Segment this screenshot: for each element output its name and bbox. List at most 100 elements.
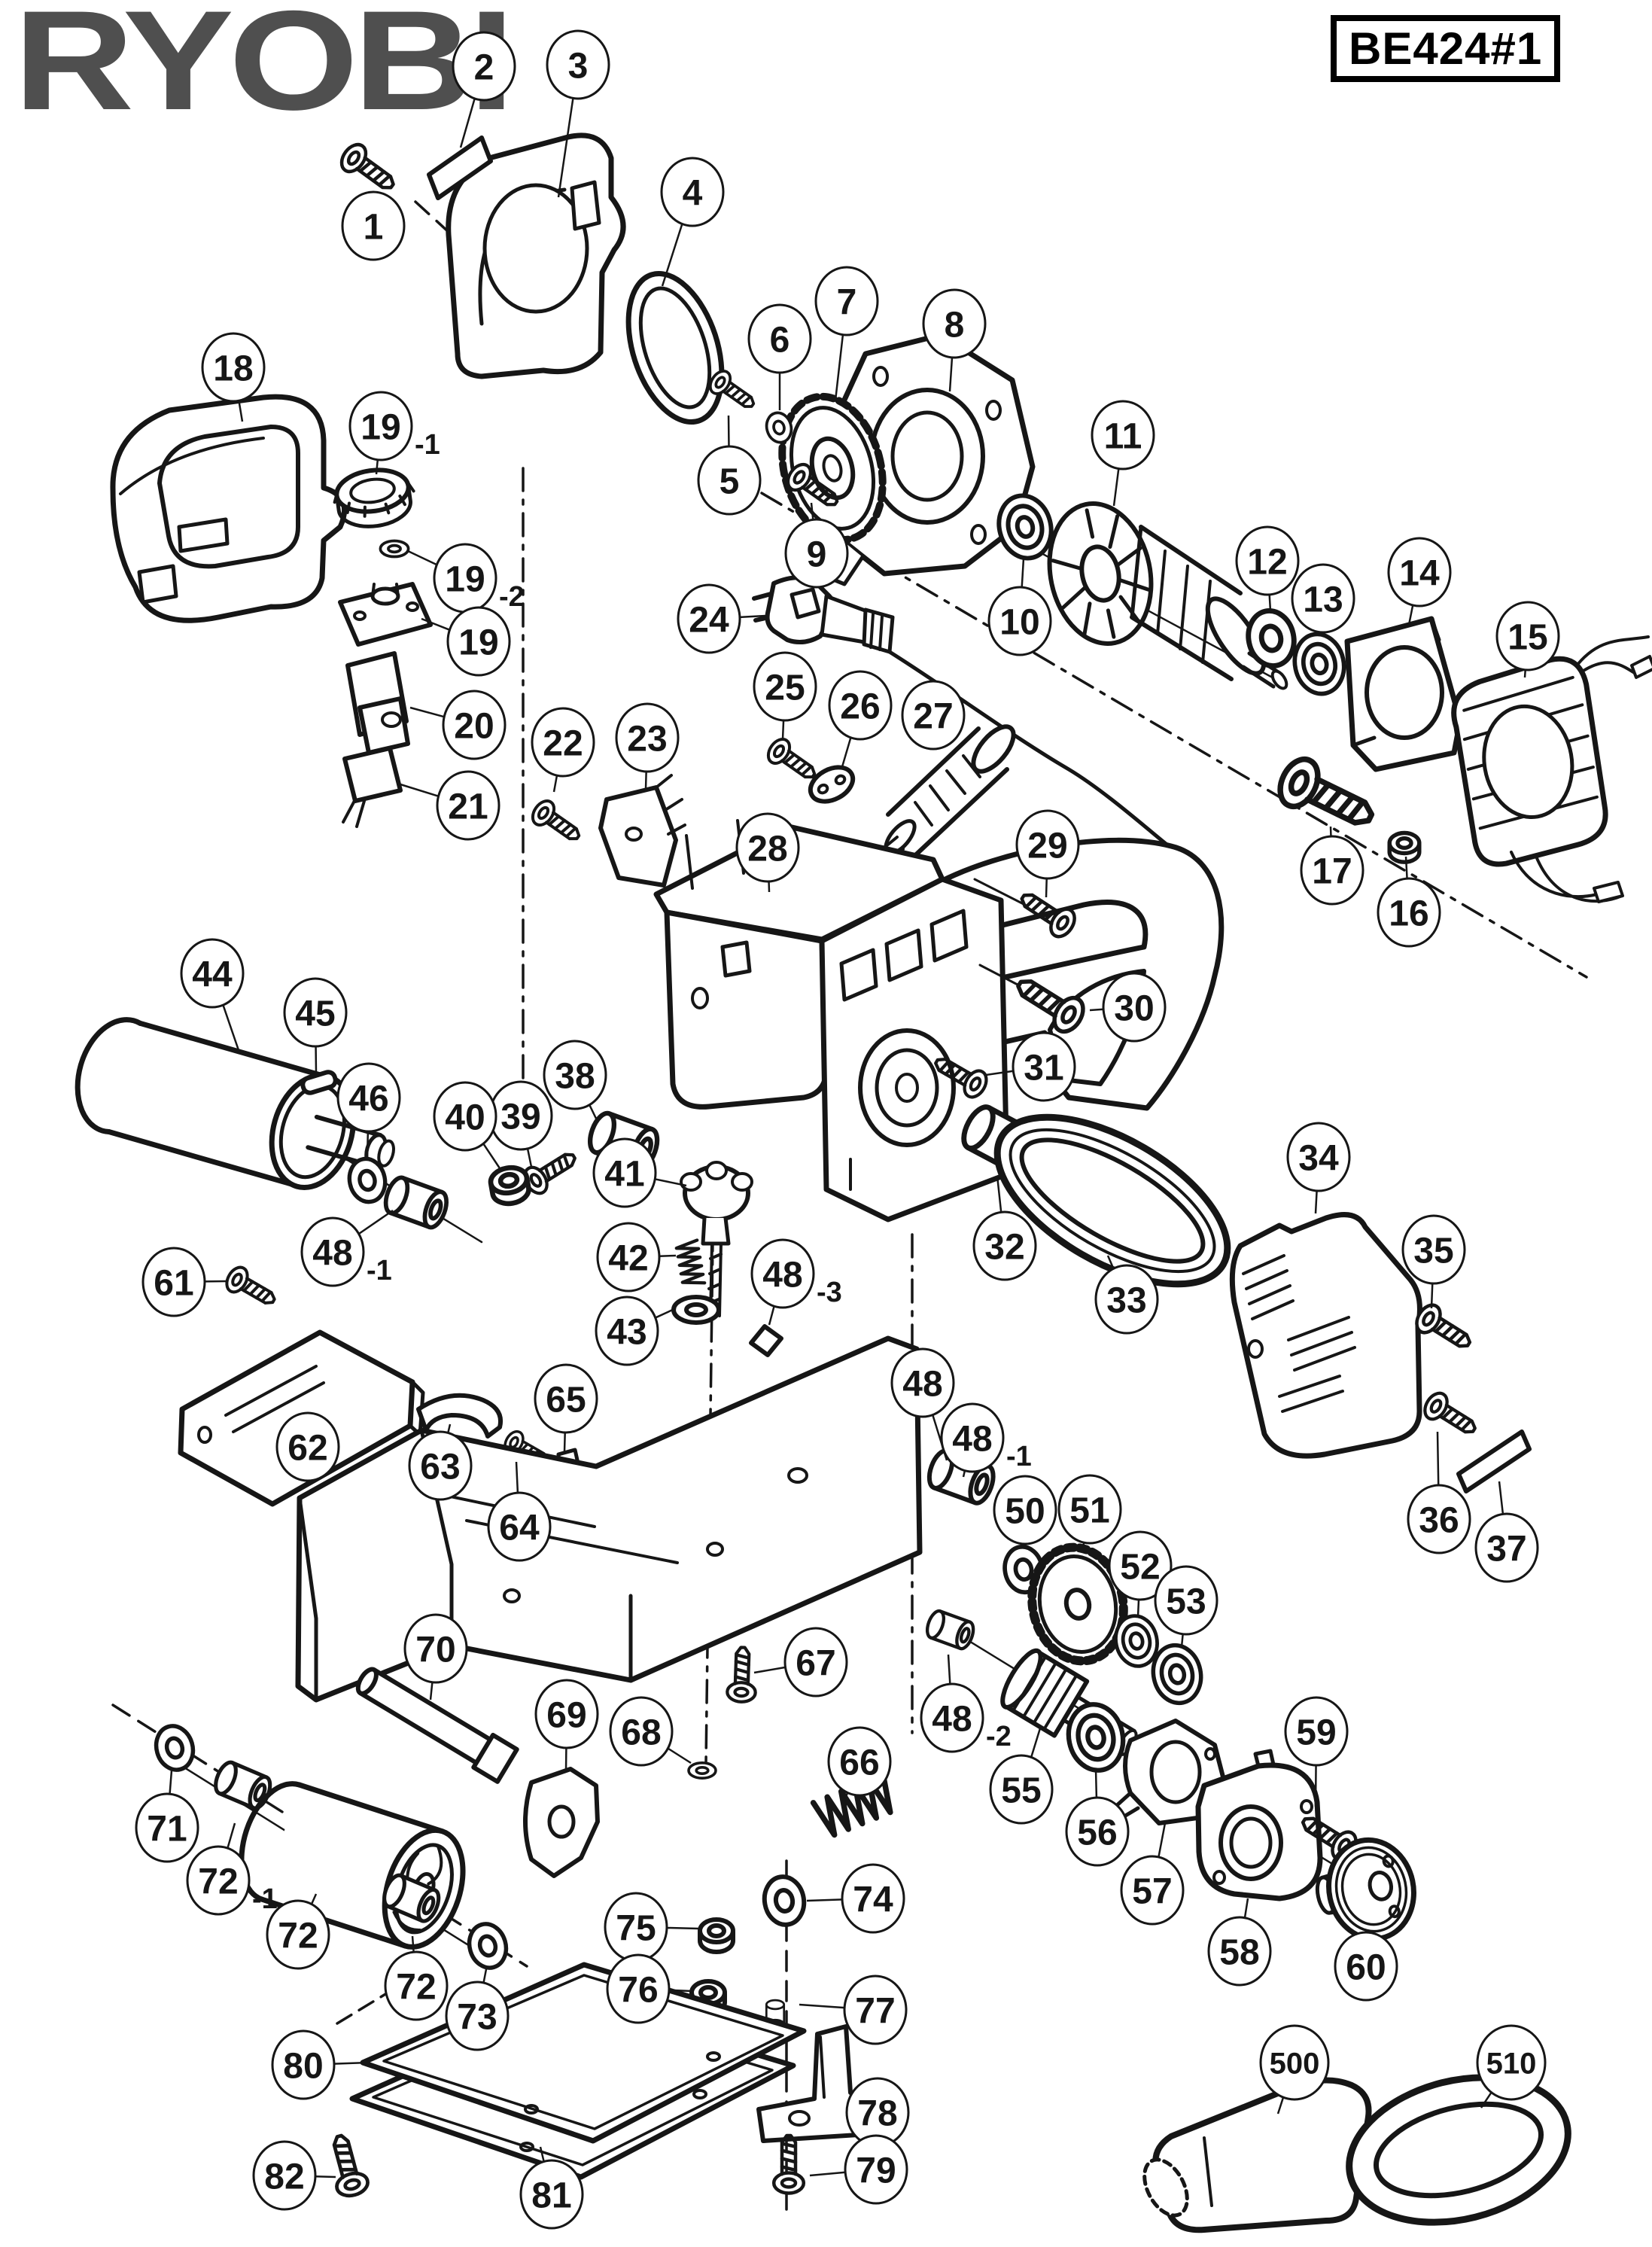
balloon-60: 60 [1334,1931,1398,2002]
balloon-number-29: 29 [1027,826,1067,866]
balloon-34: 34 [1286,1122,1351,1192]
balloon-15: 15 [1495,601,1560,671]
part-82-screw [324,2132,370,2199]
leader-line-20 [409,706,445,718]
leader-line-40 [481,1141,501,1169]
balloon-69: 69 [534,1679,599,1749]
balloon-1: 1 [341,190,406,261]
leader-line-10 [1021,558,1025,591]
balloon-number-82: 82 [264,2157,304,2197]
part-18-rear-handle [110,394,348,623]
part-73-washer [464,1920,511,1972]
balloon-82: 82 [252,2140,317,2211]
balloon-number-73: 73 [457,1997,497,2037]
balloon-19-1: 19-1 [348,391,440,461]
balloon-number-75: 75 [616,1908,656,1948]
part-68-washer [687,1761,717,1780]
part-75-nut [700,1920,733,1952]
balloon-number-3: 3 [568,46,589,86]
balloon-3: 3 [546,29,610,100]
balloon-number-500: 500 [1270,2047,1320,2080]
part-67-screw [727,1647,757,1703]
part-43-washer [674,1297,719,1323]
balloon-number-12: 12 [1247,542,1287,582]
balloon-57: 57 [1120,1855,1185,1926]
balloon-6: 6 [747,303,812,374]
balloon-62: 62 [275,1411,340,1482]
part-55-pinion-shaft [1000,1648,1138,1756]
part-23-terminal-block [598,774,686,888]
part-74-washer [761,1874,808,1928]
balloon-58: 58 [1207,1916,1272,1987]
balloon-number-46: 46 [348,1079,388,1119]
balloon-number-69: 69 [546,1695,586,1735]
part-63-link-lever [416,1393,503,1439]
balloon-48-1b: 48-1 [940,1402,1032,1473]
balloon-number-58: 58 [1219,1932,1259,1972]
balloon-70: 70 [403,1613,468,1684]
balloon-number-43: 43 [607,1312,647,1352]
leader-line-26 [840,734,853,770]
leader-line-4 [661,221,684,287]
balloon-suffix-48-3: -3 [817,1277,842,1308]
leader-line-8 [948,354,954,392]
balloon-76: 76 [606,1953,671,2024]
part-70-pivot-tube [355,1667,519,1784]
balloon-number-37: 37 [1486,1529,1526,1569]
balloon-26: 26 [828,670,893,741]
balloon-48-1a: 48-1 [300,1216,392,1287]
balloon-63: 63 [408,1430,473,1501]
balloon-number-27: 27 [913,696,953,736]
balloon-43: 43 [595,1296,659,1366]
balloon-suffix-72-1a: -1 [252,1883,278,1915]
leader-line-41 [654,1178,687,1187]
part-36-screw [1420,1389,1481,1442]
balloon-number-35: 35 [1413,1231,1453,1271]
balloon-number-10: 10 [999,602,1039,642]
balloon-number-72: 72 [278,1916,318,1956]
balloon-number-5: 5 [720,461,740,501]
leader-line-75 [666,1926,699,1930]
leader-line-76 [668,1989,692,1993]
part-11-armature [1047,501,1288,690]
part-72-rear-roller-drum [239,1781,466,1950]
part-61-screw [223,1264,280,1312]
leader-line-31 [985,1070,1014,1076]
leader-line-72-1a [226,1822,236,1851]
balloon-21: 21 [436,770,500,841]
part-510-sanding-belt [1346,2074,1571,2226]
balloon-number-9: 9 [807,534,827,574]
part-80-cork-platen [360,1962,807,2144]
leader-line-74 [806,1898,843,1902]
balloon-12: 12 [1235,525,1300,596]
balloon-number-48: 48 [902,1364,942,1404]
balloon-number-11: 11 [1104,416,1142,456]
balloon-suffix-48-2: -2 [986,1721,1012,1752]
balloon-number-65: 65 [546,1380,586,1420]
leader-line-77 [799,2003,845,2009]
balloon-50: 50 [993,1475,1057,1545]
part-48-3-pad [749,1324,783,1357]
balloon-75: 75 [604,1892,668,1962]
leader-line-34 [1314,1187,1319,1214]
balloon-10: 10 [987,586,1052,656]
part-4-ring [625,270,725,425]
balloon-14: 14 [1387,537,1452,607]
balloon-number-22: 22 [543,723,583,763]
part-41-adjusting-knob [680,1161,753,1317]
part-37-label [1456,1429,1532,1493]
leader-line-2 [459,96,476,148]
balloon-number-510: 510 [1486,2047,1537,2080]
balloon-number-25: 25 [765,668,805,708]
balloon-number-74: 74 [853,1880,893,1920]
balloon-number-59: 59 [1296,1713,1336,1752]
part-16-nut [1389,833,1419,863]
balloon-37: 37 [1474,1512,1539,1583]
balloon-31: 31 [1012,1031,1076,1102]
leader-line-44 [221,1002,241,1053]
balloon-number-52: 52 [1120,1547,1160,1587]
balloon-number-44: 44 [192,955,233,994]
leader-line-80 [333,2061,370,2065]
balloon-number-23: 23 [627,719,667,759]
